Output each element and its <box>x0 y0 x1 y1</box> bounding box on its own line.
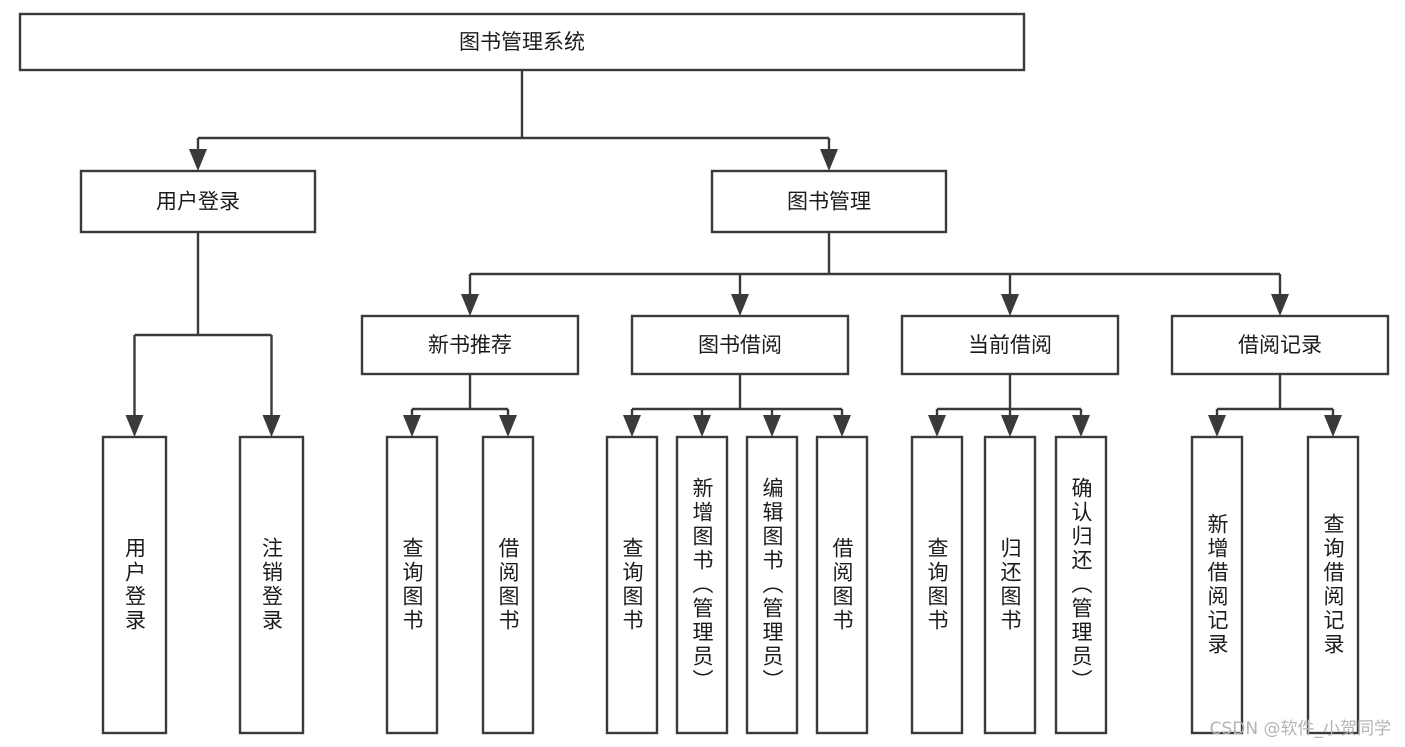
arrow-cur-query-book <box>928 415 946 437</box>
node-label-book-borrow: 图书借阅 <box>698 333 782 357</box>
node-box-borrow-record <box>1170 314 1390 376</box>
node-box-rec-query-record <box>1306 435 1360 735</box>
node-label-new-book-recommend: 新书推荐 <box>428 333 512 357</box>
arrow-new-book-recommend <box>461 294 479 316</box>
node-box-root <box>18 12 1026 72</box>
arrow-user-logout <box>262 415 281 437</box>
arrow-book-manage <box>820 149 838 171</box>
node-label-borrow-record: 借阅记录 <box>1238 333 1322 357</box>
node-box-book-manage <box>710 169 948 234</box>
node-box-user-login-do <box>101 435 168 735</box>
arrow-cur-confirm-return <box>1072 415 1090 437</box>
node-label-cur-confirm-return: 确认归还（管理员） <box>1069 477 1093 693</box>
node-rec-add-record[interactable]: 新增借阅记录 <box>1190 435 1244 735</box>
node-box-new-book-recommend <box>360 314 580 376</box>
node-label-user-login: 用户登录 <box>156 190 240 214</box>
node-user-login[interactable]: 用户登录 <box>79 169 317 234</box>
node-box-rec-query-book <box>385 435 439 735</box>
node-label-user-login-do: 用户登录 <box>123 537 147 633</box>
node-new-book-recommend[interactable]: 新书推荐 <box>360 314 580 376</box>
arrow-rec-query-record <box>1324 415 1342 437</box>
node-label-root: 图书管理系统 <box>459 30 585 54</box>
node-borrow-edit-book[interactable]: 编辑图书（管理员） <box>745 435 799 735</box>
node-rec-borrow-book[interactable]: 借阅图书 <box>481 435 535 735</box>
node-box-cur-confirm-return <box>1054 435 1108 735</box>
arrow-borrow-edit-book <box>763 415 781 437</box>
node-user-login-do[interactable]: 用户登录 <box>101 435 168 735</box>
node-box-borrow-query-book <box>605 435 659 735</box>
node-box-rec-add-record <box>1190 435 1244 735</box>
node-label-book-manage: 图书管理 <box>787 190 871 214</box>
arrow-rec-add-record <box>1208 415 1226 437</box>
node-book-manage[interactable]: 图书管理 <box>710 169 948 234</box>
node-box-borrow-add-book <box>675 435 729 735</box>
arrow-user-login <box>189 149 207 171</box>
node-label-cur-return-book: 归还图书 <box>998 537 1022 633</box>
node-label-borrow-borrow-book: 借阅图书 <box>830 537 854 633</box>
node-cur-return-book[interactable]: 归还图书 <box>983 435 1037 735</box>
node-cur-query-book[interactable]: 查询图书 <box>910 435 964 735</box>
arrow-borrow-borrow-book <box>833 415 851 437</box>
node-box-cur-return-book <box>983 435 1037 735</box>
arrow-cur-return-book <box>1001 415 1019 437</box>
node-box-user-login <box>79 169 317 234</box>
node-box-book-borrow <box>630 314 850 376</box>
node-root[interactable]: 图书管理系统 <box>18 12 1026 72</box>
node-label-rec-add-record: 新增借阅记录 <box>1205 513 1229 657</box>
arrow-rec-query-book <box>403 415 421 437</box>
node-label-borrow-edit-book: 编辑图书（管理员） <box>760 477 784 693</box>
node-layer: 图书管理系统用户登录用户登录注销登录图书管理新书推荐查询图书借阅图书图书借阅查询… <box>18 12 1390 735</box>
node-box-cur-query-book <box>910 435 964 735</box>
node-label-borrow-query-book: 查询图书 <box>620 537 644 633</box>
node-label-user-logout: 注销登录 <box>260 537 284 633</box>
arrow-rec-borrow-book <box>499 415 517 437</box>
node-box-current-borrow <box>900 314 1120 376</box>
node-borrow-query-book[interactable]: 查询图书 <box>605 435 659 735</box>
node-user-logout[interactable]: 注销登录 <box>238 435 305 735</box>
node-box-user-logout <box>238 435 305 735</box>
connector-layer <box>125 70 1342 437</box>
node-label-cur-query-book: 查询图书 <box>925 537 949 633</box>
node-label-rec-query-book: 查询图书 <box>400 537 424 633</box>
arrow-borrow-query-book <box>623 415 641 437</box>
node-rec-query-record[interactable]: 查询借阅记录 <box>1306 435 1360 735</box>
node-label-borrow-add-book: 新增图书（管理员） <box>690 477 714 693</box>
node-label-rec-borrow-book: 借阅图书 <box>496 537 520 633</box>
node-label-current-borrow: 当前借阅 <box>968 333 1052 357</box>
arrow-current-borrow <box>1001 294 1019 316</box>
node-borrow-add-book[interactable]: 新增图书（管理员） <box>675 435 729 735</box>
node-rec-query-book[interactable]: 查询图书 <box>385 435 439 735</box>
node-label-rec-query-record: 查询借阅记录 <box>1321 513 1345 657</box>
node-box-borrow-edit-book <box>745 435 799 735</box>
node-box-rec-borrow-book <box>481 435 535 735</box>
arrow-book-borrow <box>731 294 749 316</box>
arrow-borrow-add-book <box>693 415 711 437</box>
node-book-borrow[interactable]: 图书借阅 <box>630 314 850 376</box>
node-current-borrow[interactable]: 当前借阅 <box>900 314 1120 376</box>
node-box-borrow-borrow-book <box>815 435 869 735</box>
arrow-borrow-record <box>1271 294 1289 316</box>
node-borrow-record[interactable]: 借阅记录 <box>1170 314 1390 376</box>
arrow-user-login-do <box>125 415 144 437</box>
node-cur-confirm-return[interactable]: 确认归还（管理员） <box>1054 435 1108 735</box>
csdn-watermark: CSDN @软件_小贺同学 <box>1209 719 1391 739</box>
node-borrow-borrow-book[interactable]: 借阅图书 <box>815 435 869 735</box>
